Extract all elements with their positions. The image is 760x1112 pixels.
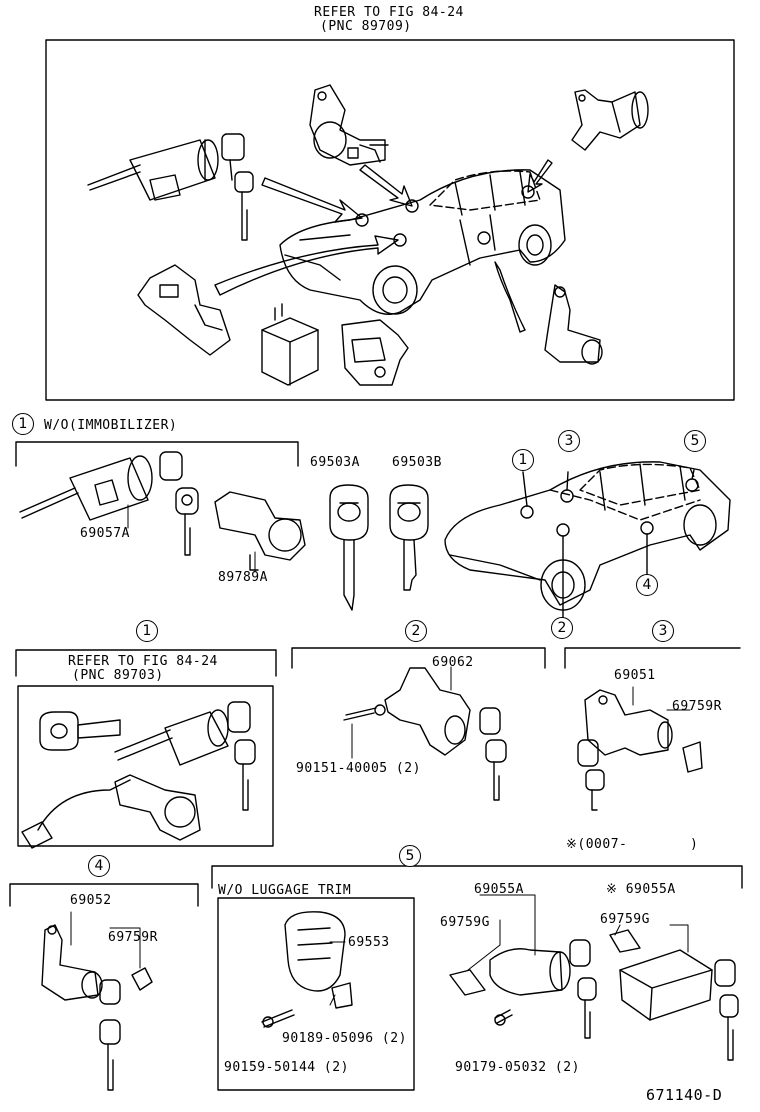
header-refer-line1: REFER TO FIG 84-24: [314, 5, 464, 20]
part-69055A-star: ※ 69055A: [606, 882, 676, 897]
header-refer-line2: (PNC 89709): [320, 19, 412, 34]
bracket-section-2: [291, 647, 546, 669]
part-69052: 69052: [70, 893, 112, 908]
wo-immobilizer-steering-lock: [214, 491, 306, 571]
bracket-section-3: [564, 647, 741, 669]
car-callout-1: 1: [512, 449, 534, 471]
bracket-section-5: [211, 865, 743, 889]
part-69759R-section4: 69759R: [108, 930, 158, 945]
bracket-refer-box: [15, 649, 277, 677]
note-date-range-close: ): [690, 837, 699, 852]
section-2-door-lock-drawing: [343, 667, 507, 801]
part-69062: 69062: [432, 655, 474, 670]
top-transponder-ecu: [261, 303, 319, 386]
refer-box-immobilizer: [17, 685, 274, 847]
bracket-section-4: [9, 883, 199, 907]
part-69759G-a: 69759G: [440, 915, 490, 930]
section-callout-3: 3: [652, 620, 674, 642]
car-callout-5: 5: [684, 430, 706, 452]
key-69503A-drawing: [329, 484, 369, 611]
top-ignition-cylinder: [87, 133, 254, 241]
part-69759G-b: 69759G: [600, 912, 650, 927]
part-90159-50144: 90159-50144 (2): [224, 1060, 349, 1075]
part-69051: 69051: [614, 668, 656, 683]
part-69055A: 69055A: [474, 882, 524, 897]
refer-box-line2: (PNC 89703): [72, 668, 164, 683]
section-4-lock-drawing: [41, 924, 153, 1091]
top-trunk-lock-cylinder: [571, 89, 649, 151]
refer-box-parts-drawing: [21, 701, 256, 849]
bracket-wo-immobilizer: [15, 441, 299, 467]
top-frame: [45, 39, 735, 401]
car-callout-3: 3: [558, 430, 580, 452]
car-callout-2: 2: [551, 617, 573, 639]
section-5-trunk-lock-drawing: [449, 939, 597, 1039]
top-steering-lock-switch: [137, 264, 231, 356]
part-69057A: 69057A: [80, 526, 130, 541]
part-69503B: 69503B: [392, 455, 442, 470]
section-5-luggage-cover-drawing: [261, 911, 353, 1028]
part-90179-05032: 90179-05032 (2): [455, 1060, 580, 1075]
section-callout-5: 5: [399, 845, 421, 867]
section-3-lock-drawing: [577, 689, 703, 811]
section-callout-1: 1: [136, 620, 158, 642]
section-5-star-lock-drawing: [609, 929, 739, 1061]
part-69553: 69553: [348, 935, 390, 950]
top-door-lock-cylinder: [544, 284, 603, 365]
note-date-range: ※(0007-: [566, 837, 628, 852]
top-car-illustration: [279, 169, 566, 315]
top-door-lock-mechanism: [309, 84, 389, 166]
part-69759R-section3: 69759R: [672, 699, 722, 714]
part-69503A: 69503A: [310, 455, 360, 470]
refer-box-line1: REFER TO FIG 84-24: [68, 654, 218, 669]
top-amplifier: [341, 319, 409, 386]
wo-immobilizer-ignition-cylinder: [19, 451, 199, 556]
section-callout-2: 2: [405, 620, 427, 642]
luggage-trim-box: [217, 897, 415, 1091]
key-69503B-drawing: [389, 484, 429, 591]
location-car-illustration: [444, 461, 731, 623]
part-90189-05096: 90189-05096 (2): [282, 1031, 407, 1046]
leader-lines: [70, 504, 691, 1006]
part-89789A: 89789A: [218, 570, 268, 585]
car-callout-4: 4: [636, 574, 658, 596]
callout-1-main: 1: [12, 413, 34, 435]
figure-code: 671140-D: [646, 1086, 723, 1104]
section-callout-4: 4: [88, 855, 110, 877]
label-wo-luggage-trim: W/O LUGGAGE TRIM: [218, 883, 352, 898]
label-wo-immobilizer: W/O(IMMOBILIZER): [44, 418, 178, 433]
part-90151-40005: 90151-40005 (2): [296, 761, 421, 776]
top-arrows: [214, 159, 553, 333]
